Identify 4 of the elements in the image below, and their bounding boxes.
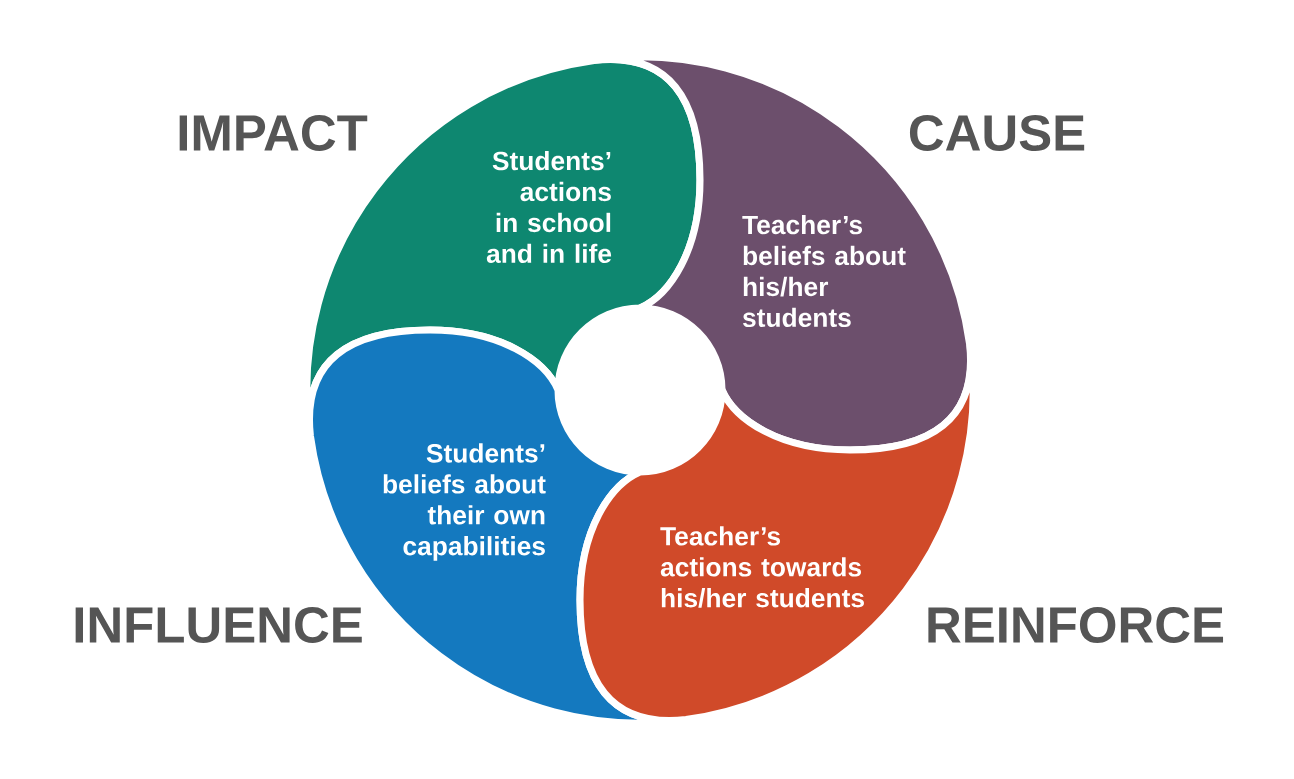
heading-label: CAUSE bbox=[909, 114, 1085, 152]
heading-label: INFLUENCE bbox=[75, 606, 362, 644]
heading-label: REINFORCE bbox=[928, 606, 1224, 644]
heading-label: IMPACT bbox=[179, 114, 368, 152]
